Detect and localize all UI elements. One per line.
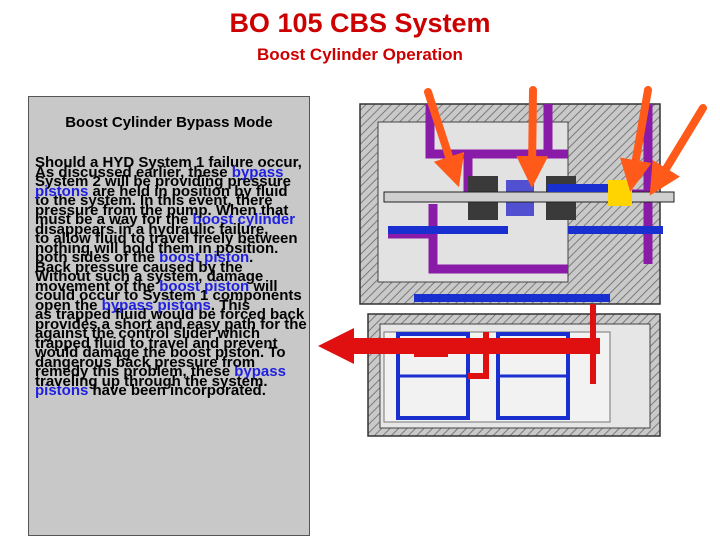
return-arrow: [318, 328, 600, 364]
text-run: will open the: [35, 278, 278, 314]
connecting-rod: [414, 294, 610, 302]
text-run: have been incorporated.: [88, 382, 266, 399]
panel-paragraph-bypass: As discussed earlier, these bypass pisto…: [35, 163, 307, 391]
highlight-term: boost cylinder: [192, 211, 296, 228]
panel-heading: Boost Cylinder Bypass Mode: [65, 114, 273, 131]
page-subtitle: Boost Cylinder Operation: [257, 45, 463, 64]
text-panel: Boost Cylinder Bypass Mode Should a HYD …: [28, 96, 310, 536]
text-run: are held in position by fluid pressure f…: [35, 183, 289, 295]
text-run: . Without such a system, damage could oc…: [35, 249, 305, 380]
highlight-term: boost piston: [159, 249, 250, 266]
highlight-term: bypass pistons: [35, 164, 284, 200]
page-title: BO 105 CBS System: [229, 8, 491, 38]
flow-arrows: [424, 86, 707, 196]
text-run: Should a HYD System 1 failure occur, Sys…: [35, 154, 302, 228]
highlight-term: bypass pistons: [35, 363, 286, 399]
panel-paragraph-failure: Should a HYD System 1 failure occur, Sys…: [35, 153, 307, 400]
text-run: to allow fluid to travel freely between …: [35, 230, 298, 266]
highlight-term: bypass pistons: [101, 297, 211, 314]
text-run: As discussed earlier, these: [35, 164, 232, 181]
text-run: . This provides a short and easy path fo…: [35, 297, 307, 390]
boost-cylinder-diagram: [318, 86, 707, 437]
highlight-term: boost piston: [159, 278, 250, 295]
